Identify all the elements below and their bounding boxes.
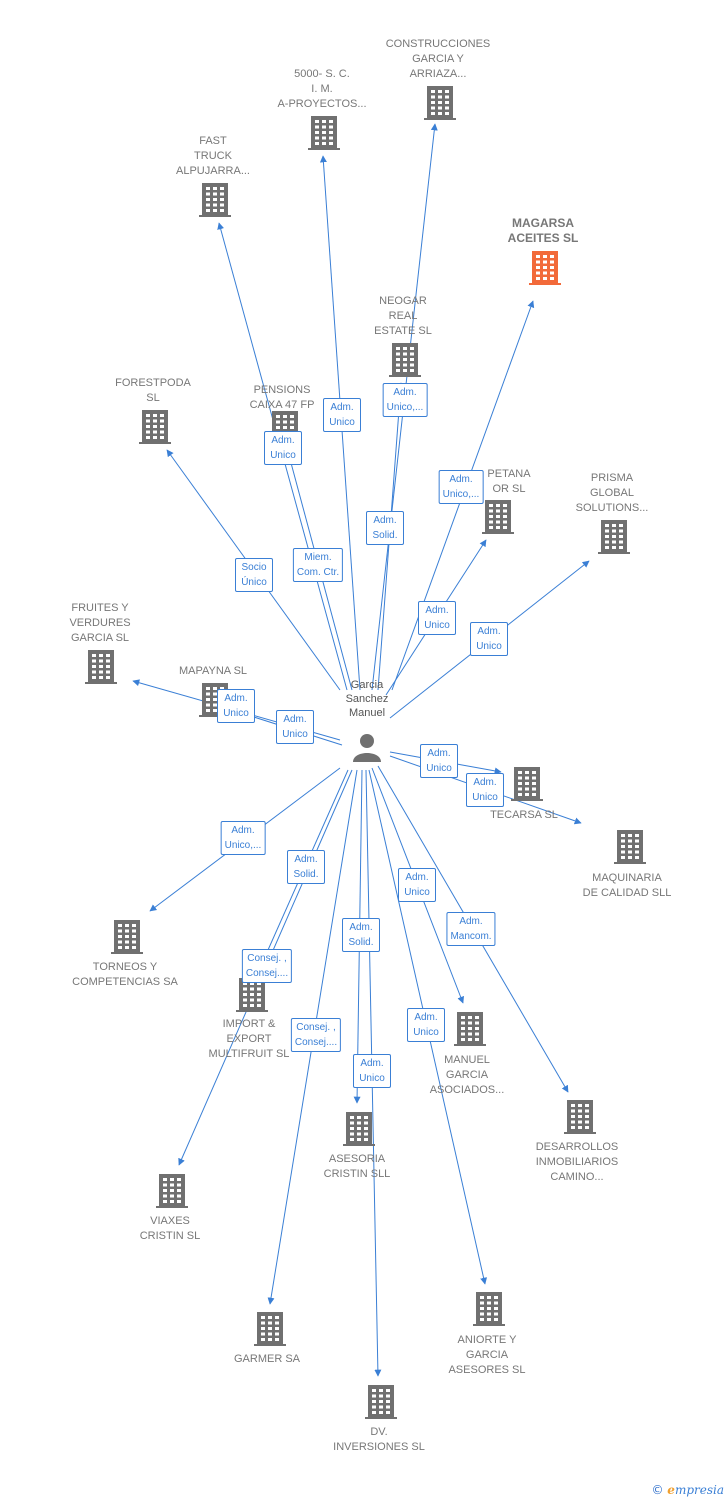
relation-label-fruites[interactable]: Adm. Unico <box>217 689 255 723</box>
footer-brand[interactable]: © empresia <box>651 1483 724 1497</box>
building-icon-maquinaria[interactable] <box>614 830 646 864</box>
relation-label-magarsa[interactable]: Adm. Unico,... <box>438 470 484 504</box>
node-label-viaxes[interactable]: VIAXES CRISTIN SL <box>139 1215 201 1242</box>
node-label-prisma[interactable]: PRISMA GLOBAL SOLUTIONS... <box>575 472 649 514</box>
node-label-tecarsa[interactable]: TECARSA SL <box>490 809 558 821</box>
relation-label-viaxes[interactable]: Consej. , Consej.... <box>241 949 293 983</box>
relation-label-forestpoda[interactable]: Socio Único <box>235 558 273 592</box>
relation-label-pensions[interactable]: Adm. Unico <box>264 431 302 465</box>
building-icon-neogar[interactable] <box>389 343 421 377</box>
relation-label-desarrollos[interactable]: Adm. Mancom. <box>446 912 496 946</box>
building-icon-torneos[interactable] <box>111 920 143 954</box>
building-icon-viaxes[interactable] <box>156 1174 188 1208</box>
building-icon-garmer[interactable] <box>254 1312 286 1346</box>
node-label-maquinaria[interactable]: MAQUINARIA DE CALIDAD SLL <box>582 872 672 899</box>
building-icon-magarsa[interactable] <box>529 251 561 285</box>
brand-name: mpresia <box>674 1483 724 1497</box>
building-icon-asesoria[interactable] <box>343 1112 375 1146</box>
node-label-construcciones[interactable]: CONSTRUCCIONES GARCIA Y ARRIAZA... <box>385 38 491 80</box>
relation-label-neogar[interactable]: Adm. Unico,... <box>382 383 428 417</box>
building-icon-desarrollos[interactable] <box>564 1100 596 1134</box>
buildings-layer <box>85 86 646 1419</box>
relation-label-petana[interactable]: Adm. Unico <box>418 601 456 635</box>
building-icon-dv[interactable] <box>365 1385 397 1419</box>
relation-label-maquinaria[interactable]: Adm. Unico <box>466 773 504 807</box>
node-label-garmer[interactable]: GARMER SA <box>233 1353 300 1365</box>
node-label-asesoria[interactable]: ASESORIA CRISTIN SLL <box>323 1153 391 1180</box>
building-icon-forestpoda[interactable] <box>139 410 171 444</box>
node-label-importexport[interactable]: IMPORT & EXPORT MULTIFRUIT SL <box>208 1018 290 1060</box>
node-label-torneos[interactable]: TORNEOS Y COMPETENCIAS SA <box>72 961 178 988</box>
relation-label-asesoria[interactable]: Adm. Solid. <box>342 918 380 952</box>
relation-label-fasttruck[interactable]: Miem. Com. Ctr. <box>292 548 344 582</box>
node-label-fruites[interactable]: FRUITES Y VERDURES GARCIA SL <box>69 602 131 644</box>
relation-label-garmer[interactable]: Consej. , Consej.... <box>290 1018 342 1052</box>
person-icon[interactable] <box>350 730 384 764</box>
relation-label-aniorte[interactable]: Adm. Unico <box>407 1008 445 1042</box>
building-icon-fruites[interactable] <box>85 650 117 684</box>
node-label-petana[interactable]: PETANA OR SL <box>487 468 531 495</box>
node-label-5000[interactable]: 5000- S. C. I. M. A-PROYECTOS... <box>277 68 367 110</box>
building-icon-prisma[interactable] <box>598 520 630 554</box>
relation-label-importexport[interactable]: Adm. Solid. <box>287 850 325 884</box>
node-label-mapayna[interactable]: MAPAYNA SL <box>178 665 248 677</box>
relation-label-mapayna[interactable]: Adm. Unico <box>276 710 314 744</box>
relation-label-5000[interactable]: Adm. Unico <box>323 398 361 432</box>
relation-label-manuelgarcia[interactable]: Adm. Unico <box>398 868 436 902</box>
relation-label-dv[interactable]: Adm. Unico <box>353 1054 391 1088</box>
node-label-aniorte[interactable]: ANIORTE Y GARCIA ASESORES SL <box>448 1334 526 1376</box>
node-label-desarrollos[interactable]: DESARROLLOS INMOBILIARIOS CAMINO... <box>535 1141 619 1183</box>
copyright-icon: © <box>651 1483 664 1497</box>
building-icon-manuelgarcia[interactable] <box>454 1012 486 1046</box>
building-icon-petana[interactable] <box>482 500 514 534</box>
node-label-fasttruck[interactable]: FAST TRUCK ALPUJARRA... <box>176 135 250 177</box>
center-person-name[interactable]: Garcia Sanchez Manuel <box>345 679 389 719</box>
node-label-neogar[interactable]: NEOGAR REAL ESTATE SL <box>374 295 432 337</box>
brand-initial: e <box>667 1483 675 1497</box>
node-label-pensions[interactable]: PENSIONS CAIXA 47 FP <box>249 384 315 411</box>
node-label-forestpoda[interactable]: FORESTPODA SL <box>115 377 191 404</box>
relation-label-torneos[interactable]: Adm. Unico,... <box>220 821 266 855</box>
building-icon-importexport[interactable] <box>236 978 268 1012</box>
building-icon-tecarsa[interactable] <box>511 767 543 801</box>
node-label-dv[interactable]: DV. INVERSIONES SL <box>333 1426 425 1453</box>
building-icon-aniorte[interactable] <box>473 1292 505 1326</box>
node-label-manuelgarcia[interactable]: MANUEL GARCIA ASOCIADOS... <box>429 1054 505 1096</box>
node-label-magarsa[interactable]: MAGARSA ACEITES SL <box>507 216 579 245</box>
relation-label-prisma[interactable]: Adm. Unico <box>470 622 508 656</box>
building-icon-construcciones[interactable] <box>424 86 456 120</box>
relation-label-tecarsa[interactable]: Adm. Unico <box>420 744 458 778</box>
building-icon-5000[interactable] <box>308 116 340 150</box>
relation-label-construcciones[interactable]: Adm. Solid. <box>366 511 404 545</box>
building-icon-fasttruck[interactable] <box>199 183 231 217</box>
